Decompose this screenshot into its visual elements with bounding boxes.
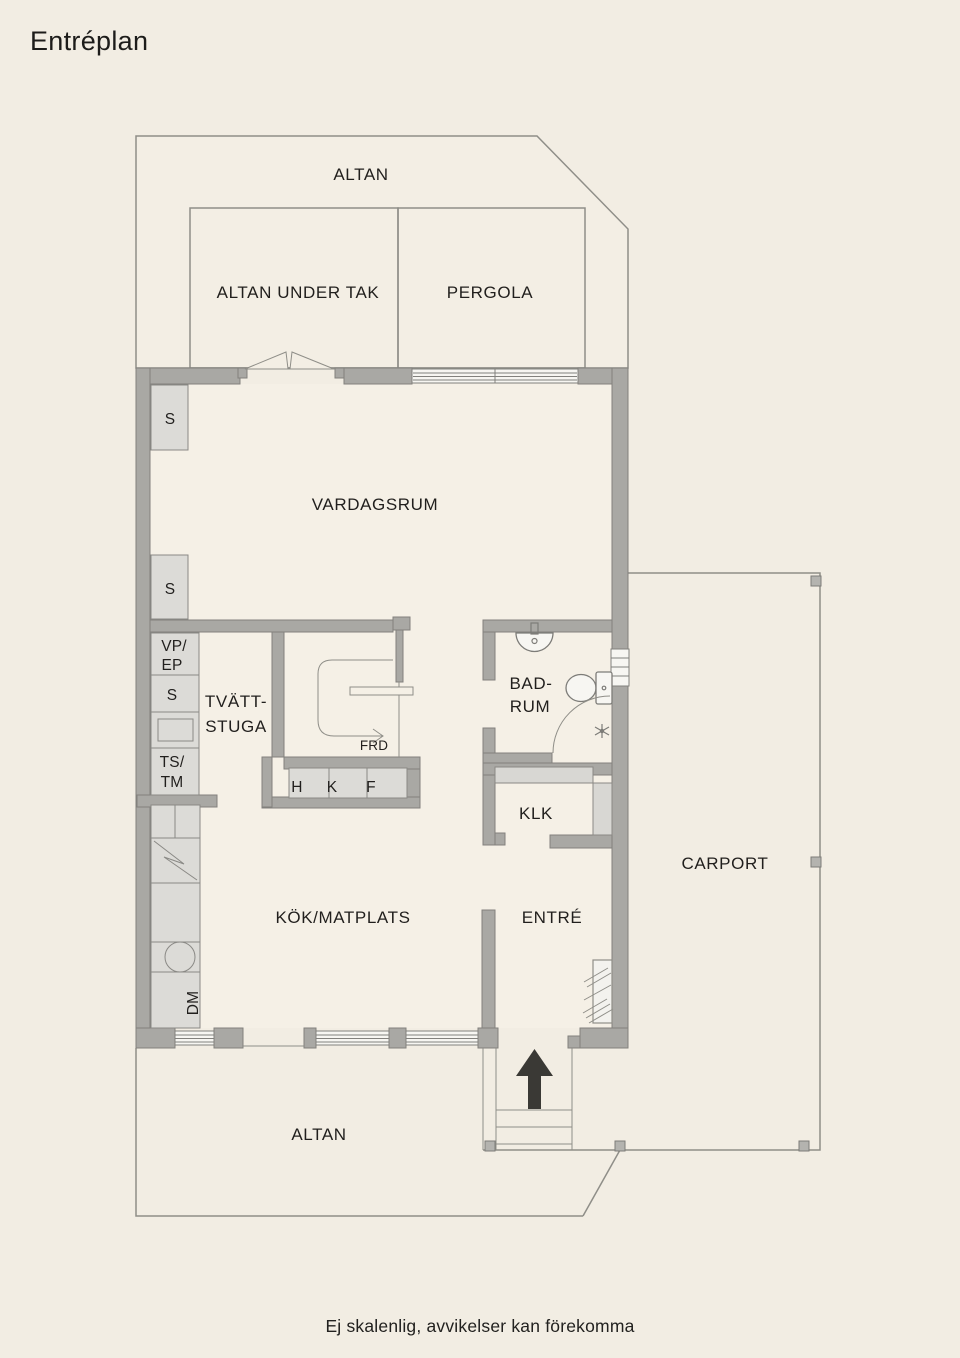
s-laundry-unit <box>150 674 200 713</box>
altan-bottom-boundary <box>135 1048 583 1217</box>
label-s-bottom: S <box>165 581 176 598</box>
stove-symbol <box>153 840 198 881</box>
window-kitchen-mid <box>315 1030 390 1046</box>
label-altan-bottom: ALTAN <box>291 1125 346 1144</box>
label-frd: FRD <box>360 738 388 753</box>
cabinets <box>150 384 613 1029</box>
window-bathroom <box>610 648 630 687</box>
label-altan-top: ALTAN <box>333 165 388 184</box>
entrance-arrow <box>516 1049 553 1109</box>
label-cabinet-k: K <box>327 779 338 796</box>
label-carport: CARPORT <box>681 854 768 873</box>
sink-drain <box>531 637 538 645</box>
toilet-tank <box>595 671 613 705</box>
toilet-bowl <box>565 673 597 703</box>
bathroom-fixtures <box>515 622 613 754</box>
patio-door <box>244 351 335 370</box>
carport-diagonal-edge <box>582 1149 621 1217</box>
stairs-up-hatching <box>582 967 614 1024</box>
klk-shelf-right <box>592 782 613 836</box>
label-klk: KLK <box>519 804 553 823</box>
room-labels: ALTAN ALTAN UNDER TAK PERGOLA VARDAGSRUM… <box>205 165 768 1144</box>
wardrobe-s-bottom <box>150 554 189 620</box>
label-tm: TM <box>161 774 184 791</box>
disclaimer-text: Ej skalenlig, avvikelser kan förekomma <box>325 1316 635 1336</box>
laundry-sink-unit <box>150 711 200 749</box>
entry-steps <box>482 1048 573 1150</box>
entre-fixtures <box>516 959 614 1109</box>
stair-direction-path <box>317 659 393 737</box>
window-kitchen-left <box>174 1030 215 1046</box>
label-ts: TS/ <box>160 754 185 771</box>
label-s-laundry: S <box>167 687 178 704</box>
label-ep: EP <box>161 657 182 674</box>
windows <box>174 368 630 1047</box>
outdoor-areas <box>135 135 821 1217</box>
altan-top-area <box>135 135 629 369</box>
shower-valve <box>594 724 610 738</box>
stair-handrail <box>349 686 414 696</box>
label-s-top: S <box>165 411 176 428</box>
patio-door-leaf-left <box>244 351 289 370</box>
label-vp: VP/ <box>161 638 187 655</box>
window-kitchen-right <box>405 1030 479 1046</box>
patio-door-leaf-right <box>289 351 335 370</box>
label-dm: DM <box>185 991 202 1016</box>
bathroom-sink <box>515 632 554 653</box>
carport-posts <box>484 575 822 1152</box>
label-tvattstuga-1: TVÄTT- <box>205 692 267 711</box>
label-pergola: PERGOLA <box>447 283 533 302</box>
staircase <box>317 659 414 744</box>
kitchen-counter <box>150 804 201 1029</box>
fixture-labels: S S VP/ EP S TS/ TM H K F DM <box>160 411 376 1015</box>
label-entre: ENTRÉ <box>522 908 583 927</box>
vp-ep-unit <box>150 632 200 676</box>
label-altan-under-tak: ALTAN UNDER TAK <box>217 283 380 302</box>
stairs-up-symbol <box>592 959 613 1024</box>
label-kok-matplats: KÖK/MATPLATS <box>275 908 410 927</box>
stair-arrowhead <box>372 728 384 744</box>
toilet-button <box>601 685 607 691</box>
label-tvattstuga-2: STUGA <box>205 717 267 736</box>
kitchen-sink <box>164 941 196 973</box>
bathroom-door-arc <box>552 695 611 754</box>
label-badrum-1: BAD- <box>509 674 552 693</box>
label-cabinet-h: H <box>291 779 302 796</box>
page-title: Entréplan <box>30 26 149 56</box>
klk-shelf-top <box>494 766 594 784</box>
label-vardagsrum: VARDAGSRUM <box>312 495 439 514</box>
hall-cabinets <box>288 767 408 799</box>
wardrobe-s-top <box>150 384 189 451</box>
house-floor <box>150 384 612 1028</box>
window-pergola <box>411 368 579 384</box>
label-badrum-2: RUM <box>510 697 551 716</box>
sink-faucet <box>530 622 539 635</box>
pergola-area <box>397 207 586 369</box>
ts-tm-unit <box>150 747 200 796</box>
label-cabinet-f: F <box>366 779 376 796</box>
laundry-sink-basin <box>157 718 194 742</box>
